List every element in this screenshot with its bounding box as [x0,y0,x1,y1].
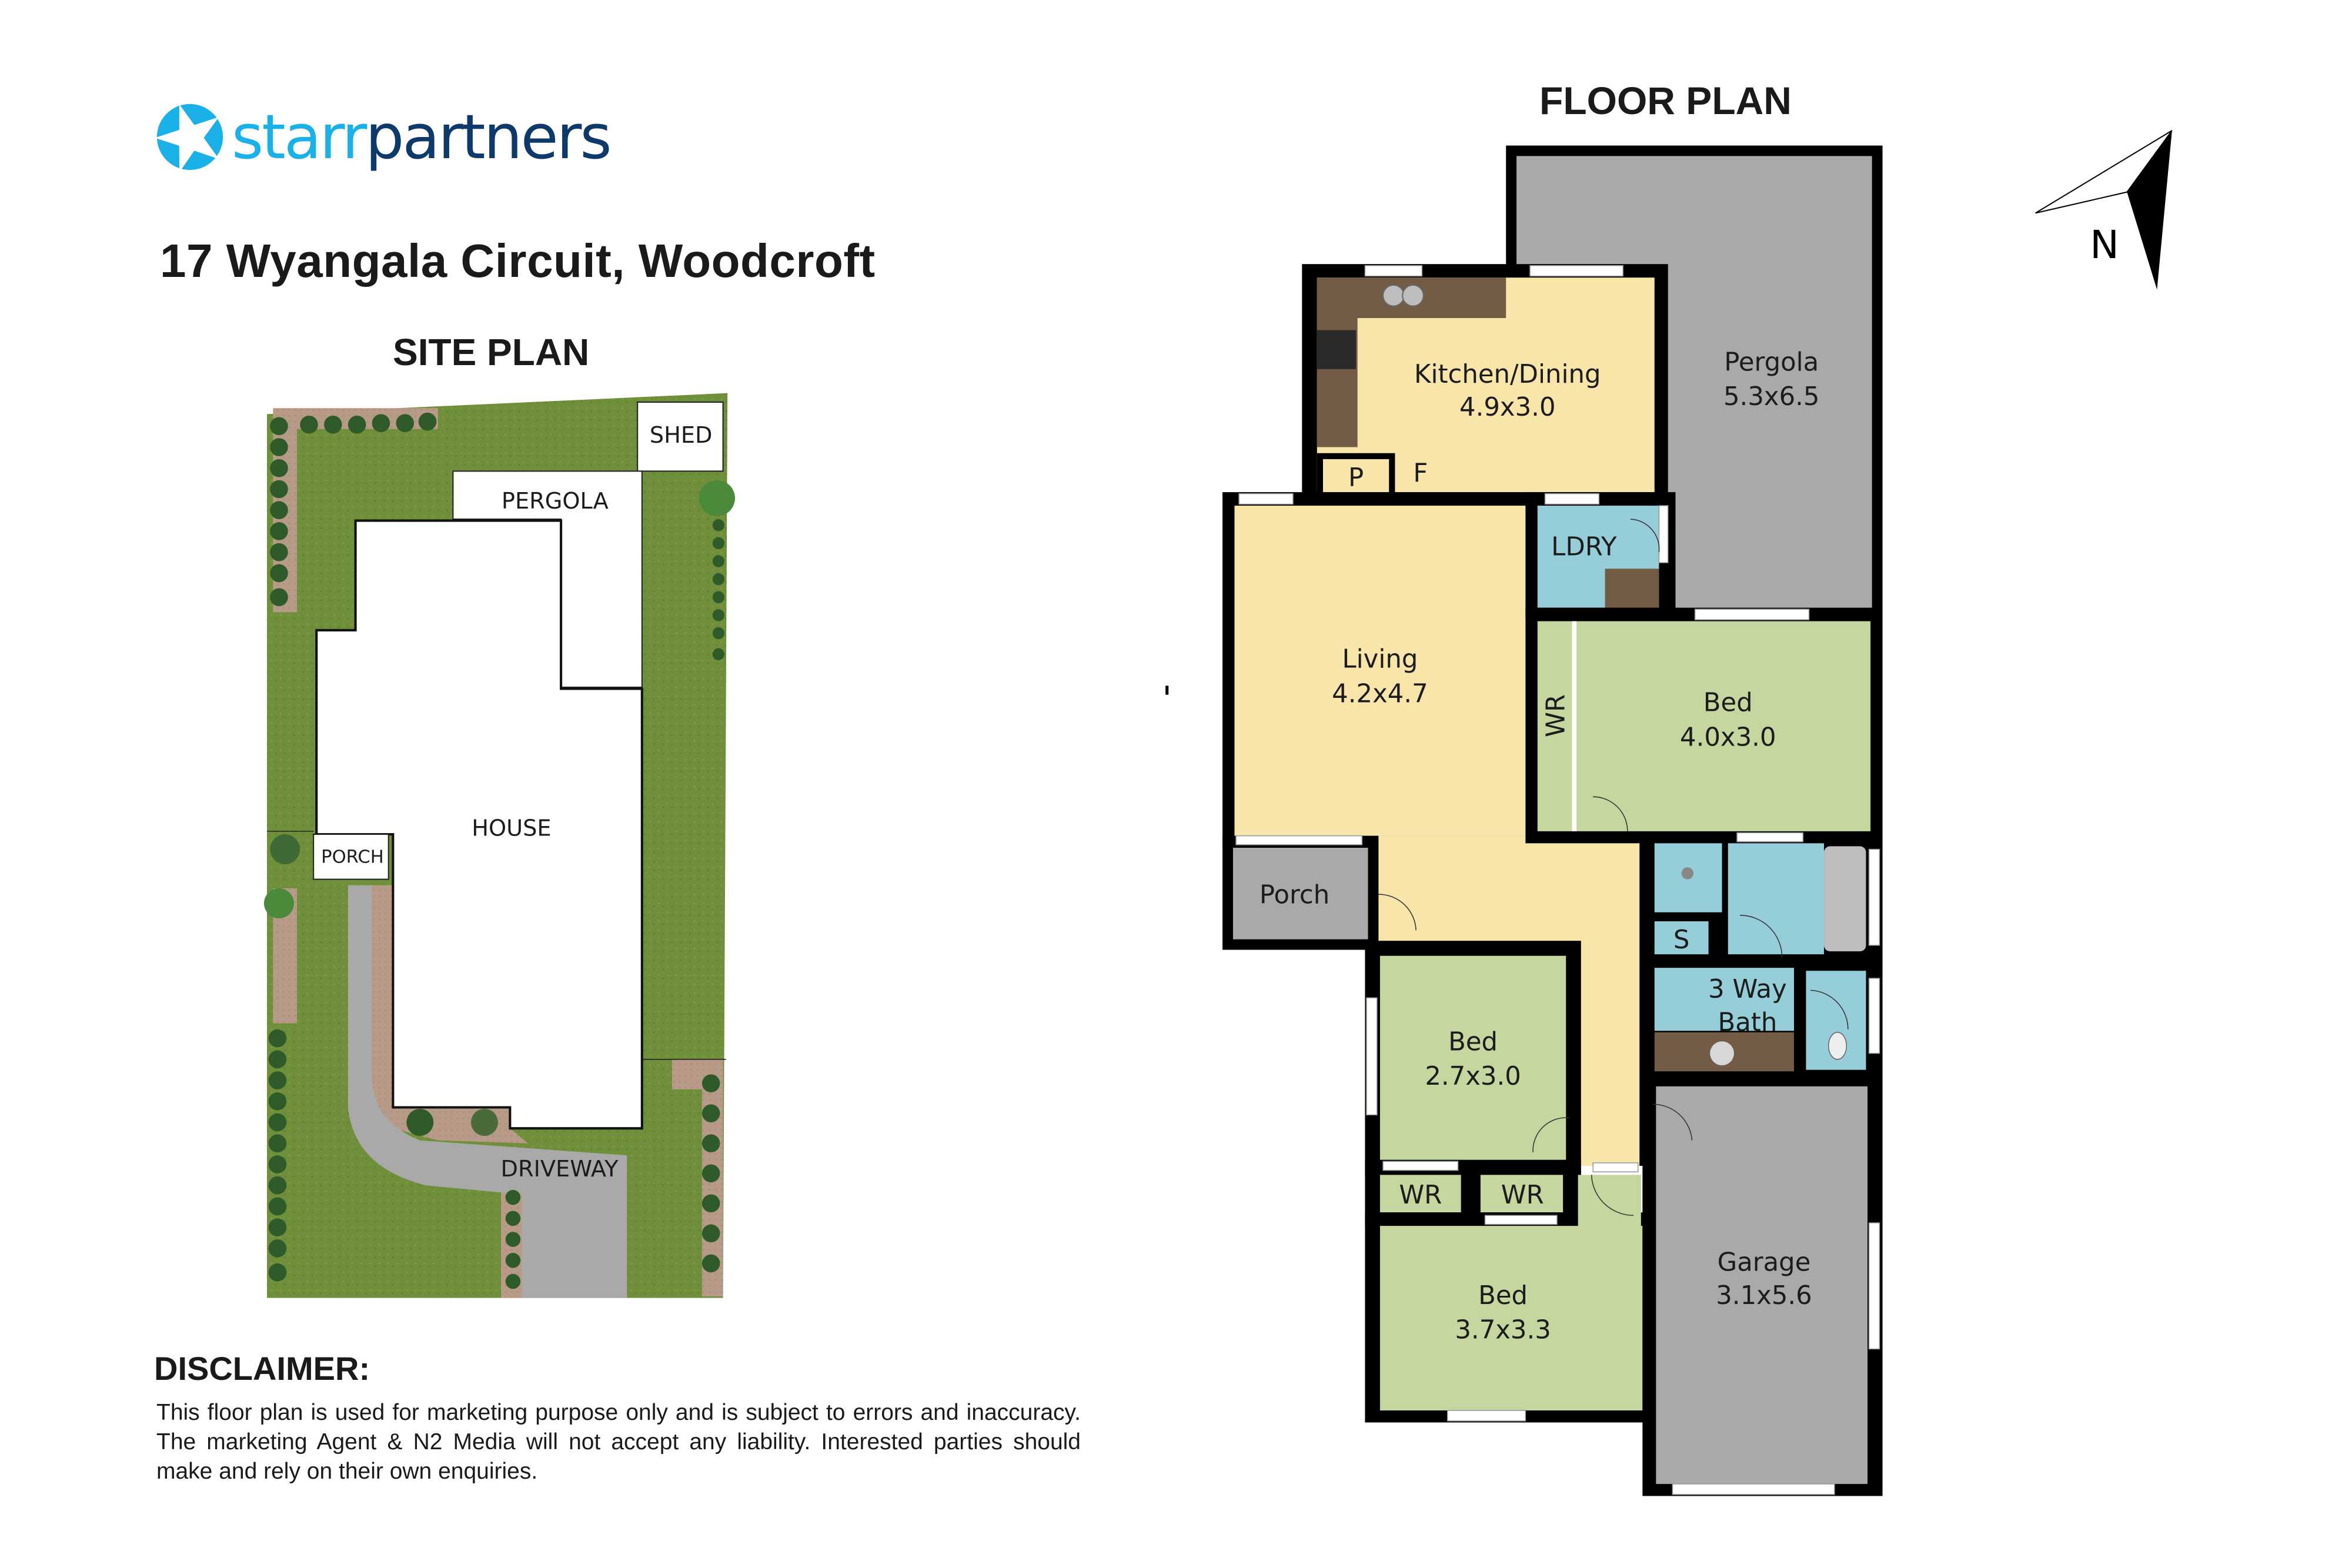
cooktop [1317,330,1357,369]
room-size-bath: Bath [1718,1008,1778,1037]
room-size-bed-1: 4.0x3.0 [1680,723,1776,752]
driveway [348,885,627,1298]
site-plan: SHED PERGOLA HOUSE PORCH DRIVEWAY [263,393,735,1298]
floor-plan: Kitchen/Dining 4.9x3.0 Pergola 5.3x6.5 L… [1165,145,1883,1496]
label-laundry: LDRY [1551,532,1617,561]
wall-mark [1165,686,1169,695]
site-label-pergola: PERGOLA [502,488,609,514]
room-name-porch: Porch [1259,880,1329,910]
room-name-living: Living [1342,645,1418,674]
compass-label: N [2090,222,2119,268]
brand-logo: starrpartners [154,99,612,175]
site-shed [637,401,724,472]
site-label-house: HOUSE [472,815,551,842]
sink-icon [1382,284,1405,307]
door-swings [1378,519,1849,1216]
label-storage: S [1673,925,1690,955]
disclaimer-title: DISCLAIMER: [154,1350,370,1387]
site-plan-title: SITE PLAN [393,331,590,373]
room-name-bed-2: Bed [1448,1027,1498,1057]
site-label-driveway: DRIVEWAY [501,1156,619,1182]
compass-arrow-outline-icon [2035,130,2173,214]
room-name-bed-3: Bed [1478,1281,1528,1310]
room-size-living: 4.2x4.7 [1332,679,1428,708]
toilet-icon [1828,1032,1847,1060]
room-name-bath: 3 Way [1708,975,1787,1004]
room-size-kitchen: 4.9x3.0 [1459,393,1556,422]
shower-icon [1681,867,1694,880]
room-name-garage: Garage [1718,1248,1811,1278]
label-wardrobe-bed3: WR [1501,1181,1544,1210]
floor-plan-title: FLOOR PLAN [1539,79,1792,122]
disclaimer-body: This floor plan is used for marketing pu… [156,1400,1081,1484]
label-pantry: P [1348,463,1364,493]
room-size-bed-2: 2.7x3.0 [1425,1062,1521,1091]
room-name-pergola: Pergola [1724,347,1819,377]
logo-text-starr: starr [232,101,367,173]
label-wardrobe-bed2: WR [1399,1181,1442,1210]
site-house [315,519,643,1130]
site-label-shed: SHED [650,422,713,449]
garden-bed-house-front [372,885,528,1144]
room-name-kitchen: Kitchen/Dining [1414,360,1601,389]
basin-icon [1710,1041,1734,1066]
compass-arrow-filled-icon [2127,131,2172,290]
label-wardrobe-bed1: WR [1542,694,1571,737]
star-circle-icon [155,103,223,172]
site-porch [313,833,389,880]
room-size-pergola: 5.3x6.5 [1723,382,1820,412]
windows [1235,265,1880,1495]
label-fridge: F [1413,459,1428,488]
room-size-bed-3: 3.7x3.3 [1455,1316,1551,1345]
shrubs [263,412,735,1289]
north-compass: N [2035,130,2173,290]
logo-text-partners: partners [365,101,612,173]
room-name-bed-1: Bed [1703,688,1753,718]
site-label-porch: PORCH [321,847,384,867]
property-address: 17 Wyangala Circuit, Woodcroft [160,235,876,287]
room-size-garage: 3.1x5.6 [1716,1281,1812,1310]
